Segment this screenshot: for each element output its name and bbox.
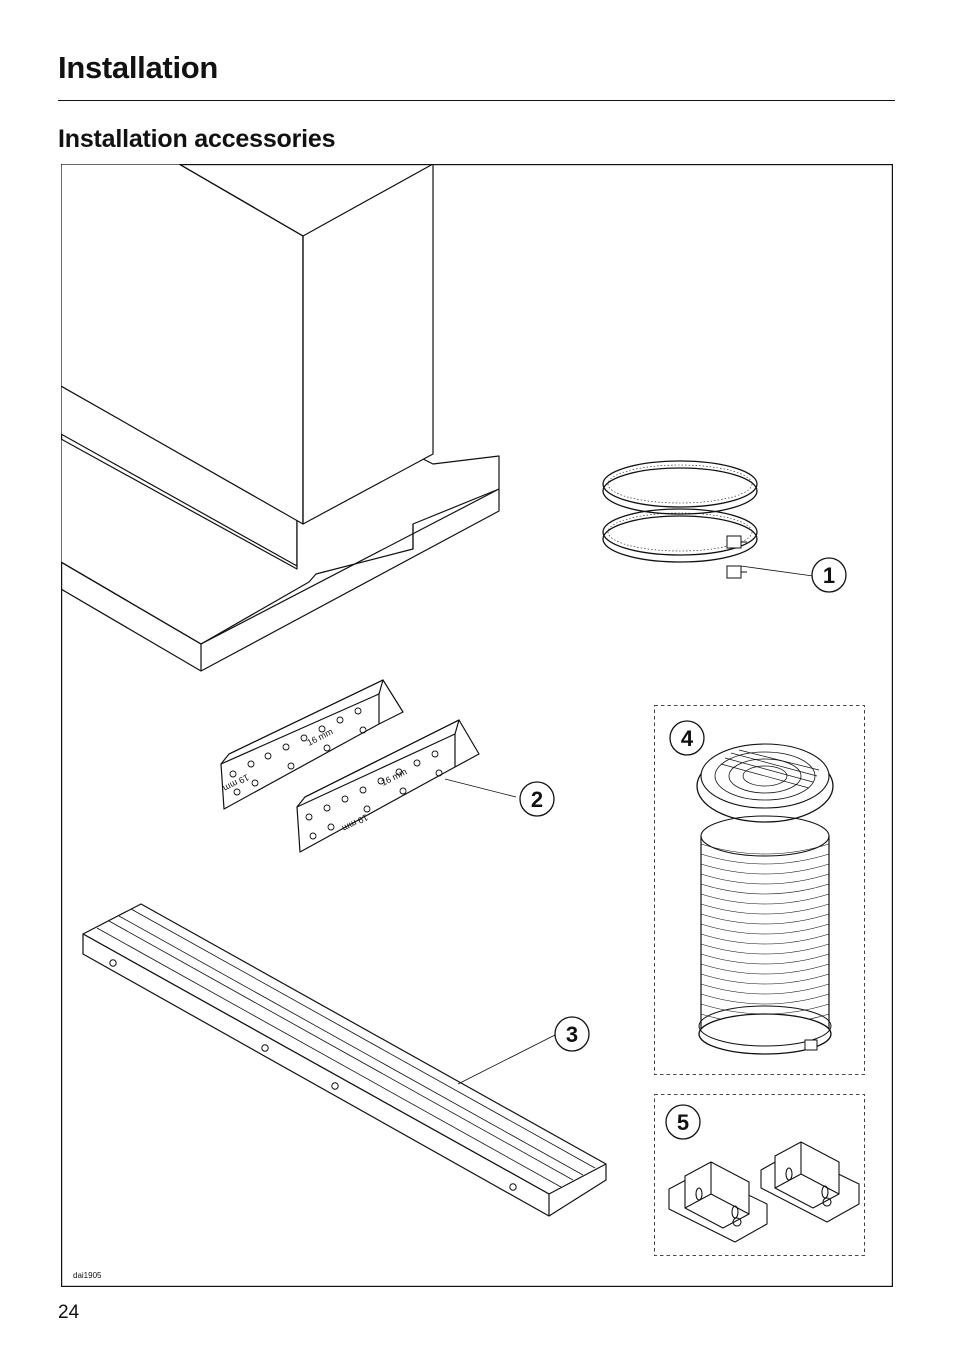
cooker-hood-illustration [61, 164, 500, 672]
callout-1: 1 [811, 557, 847, 593]
callout-5-number: 5 [677, 1110, 689, 1135]
figure-frame [61, 164, 893, 1287]
angle-brackets-illustration [220, 679, 517, 853]
item-4-box [654, 705, 865, 1075]
callout-2: 2 [519, 781, 555, 817]
callout-4-number: 4 [681, 726, 694, 751]
callout-2-number: 2 [531, 787, 543, 812]
page-title: Installation [58, 50, 219, 85]
fixing-brackets-illustration [668, 1141, 860, 1243]
ducting-illustration [696, 743, 834, 1055]
callout-3: 3 [554, 1016, 590, 1052]
mounting-strip-illustration [82, 903, 607, 1217]
title-divider [58, 100, 895, 101]
page-number: 24 [58, 1302, 80, 1323]
figure-code: dai1905 [73, 1271, 102, 1280]
callout-5: 5 [665, 1104, 701, 1140]
callout-3-number: 3 [566, 1022, 578, 1047]
item-5-box [654, 1094, 865, 1256]
callout-4: 4 [669, 720, 705, 756]
callout-1-number: 1 [823, 563, 835, 588]
section-heading: Installation accessories [58, 125, 336, 153]
hose-clamps-illustration [602, 460, 814, 579]
installation-accessories-figure: 16 mm 16 mm 19 mm 19 mm [61, 164, 893, 1287]
